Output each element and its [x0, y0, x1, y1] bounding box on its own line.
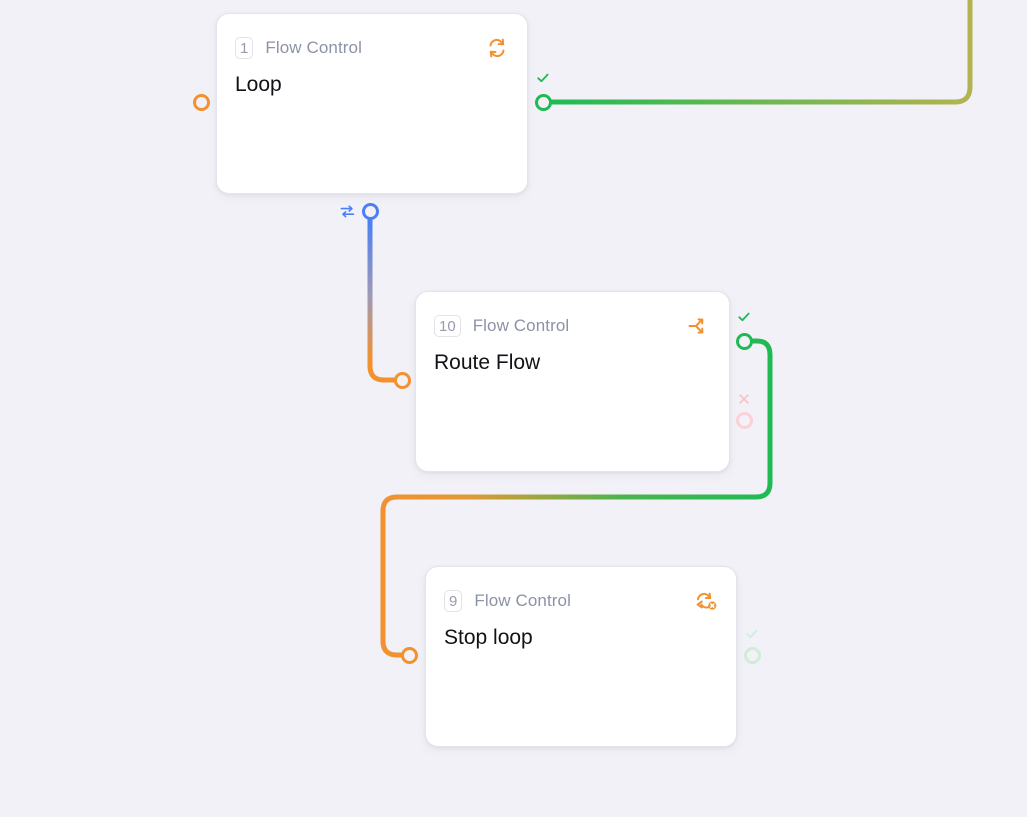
- node-route-flow[interactable]: 10 Flow Control Route Flow: [415, 291, 730, 472]
- node-title: Loop: [235, 73, 282, 96]
- port-loop-input[interactable]: [193, 94, 210, 111]
- loop-icon: [485, 36, 509, 60]
- cross-icon: [737, 392, 751, 406]
- edge-loop-to-route: [367, 217, 397, 383]
- branch-split-icon: [687, 314, 711, 338]
- node-title: Route Flow: [434, 351, 541, 374]
- node-header: 1 Flow Control: [235, 35, 509, 61]
- node-kind-label: Flow Control: [265, 38, 362, 57]
- stop-loop-icon: [694, 589, 718, 613]
- edge-loop-done: [549, 0, 973, 105]
- check-icon: [536, 71, 550, 85]
- port-stop-input[interactable]: [401, 647, 418, 664]
- node-stop-loop[interactable]: 9 Flow Control Stop loop: [425, 566, 737, 747]
- node-badge: 9: [444, 590, 463, 612]
- loop-exchange-icon: [339, 203, 356, 220]
- node-title: Stop loop: [444, 626, 533, 649]
- node-header: 9 Flow Control: [444, 588, 718, 614]
- node-kind-label: Flow Control: [472, 316, 570, 335]
- port-loop-done-output[interactable]: [535, 94, 552, 111]
- port-route-true-output[interactable]: [736, 333, 753, 350]
- node-badge: 1: [235, 37, 254, 59]
- check-icon: [745, 627, 759, 641]
- node-header: 10 Flow Control: [434, 313, 711, 339]
- check-icon: [737, 310, 751, 324]
- node-loop[interactable]: 1 Flow Control Loop: [216, 13, 528, 194]
- port-loop-each-output[interactable]: [362, 203, 379, 220]
- node-badge: 10: [434, 315, 461, 337]
- port-route-false-output[interactable]: [736, 412, 753, 429]
- port-stop-output[interactable]: [744, 647, 761, 664]
- port-route-input[interactable]: [394, 372, 411, 389]
- node-kind-label: Flow Control: [474, 591, 571, 610]
